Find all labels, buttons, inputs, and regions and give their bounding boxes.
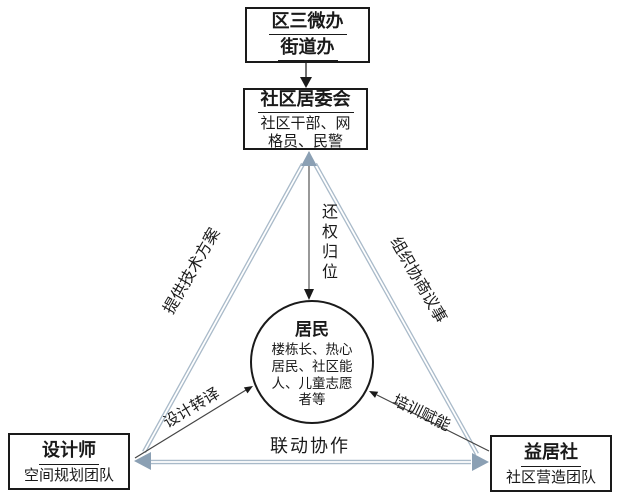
- arrowhead-to-designer: [134, 452, 151, 470]
- label-joint-collaboration: 联动协作: [270, 436, 350, 456]
- designer-title: 设计师: [39, 438, 99, 465]
- arrow-yijushe-to-residents-head: [369, 391, 379, 398]
- designer-subtitle: 空间规划团队: [23, 466, 114, 484]
- district-office-line2-text: 街道办: [277, 35, 338, 62]
- arrowhead-to-yijushe: [472, 453, 489, 471]
- label-return-rights: 还权归位: [319, 203, 336, 283]
- arrowhead-to-committee: [301, 151, 317, 166]
- residents-body-line3: 人、儿童志愿: [271, 375, 353, 391]
- committee-title: 社区居委会: [257, 87, 354, 114]
- committee-title-text: 社区居委会: [257, 87, 354, 114]
- residents-body-line1: 楼栋长、热心: [271, 341, 353, 357]
- edge-right-inner: [314, 163, 478, 455]
- residents-body-line4: 者等: [298, 392, 326, 408]
- designer-title-text: 设计师: [39, 438, 99, 465]
- district-office-line1-text: 区三微办: [268, 9, 347, 35]
- yijushe-title-text: 益居社: [521, 440, 581, 467]
- arrow-yijushe-to-residents-line: [376, 394, 490, 452]
- yijushe-box: 益居社 社区营造团队: [490, 435, 612, 492]
- residents-circle: 居民 楼栋长、热心 居民、社区能 人、儿童志愿 者等: [250, 300, 374, 424]
- district-office-line1: 区三微办: [268, 9, 347, 35]
- edge-left-inner: [143, 163, 304, 453]
- residents-body-line2: 居民、社区能: [271, 358, 353, 374]
- district-office-line2: 街道办: [277, 35, 338, 62]
- district-office-box: 区三微办 街道办: [245, 7, 370, 63]
- arrow-district-to-committee-head: [300, 77, 312, 88]
- designer-box: 设计师 空间规划团队: [8, 433, 130, 490]
- yijushe-subtitle: 社区营造团队: [505, 468, 596, 486]
- arrow-designer-to-residents-head: [243, 386, 253, 394]
- committee-subtitle-line2: 格员、民警: [267, 133, 343, 151]
- arrow-designer-to-residents-line: [134, 389, 247, 459]
- residents-body: 楼栋长、热心 居民、社区能 人、儿童志愿 者等: [272, 342, 353, 410]
- committee-subtitle: 社区干部、网 格员、民警: [260, 115, 350, 151]
- residents-title: 居民: [295, 319, 329, 339]
- yijushe-title: 益居社: [521, 440, 581, 467]
- arrow-committee-to-residents-head: [304, 289, 314, 300]
- triangle-edges-inner: [143, 163, 478, 463]
- committee-subtitle-line1: 社区干部、网: [260, 115, 351, 133]
- committee-box: 社区居委会 社区干部、网 格员、民警: [243, 88, 368, 150]
